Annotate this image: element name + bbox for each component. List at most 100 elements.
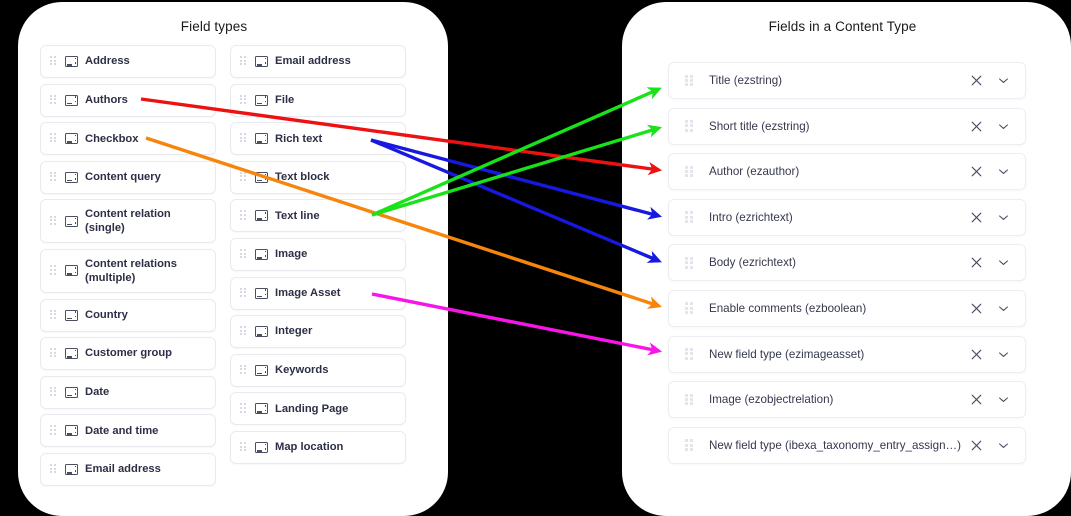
field-type-chip[interactable]: Country <box>40 298 216 332</box>
content-type-field-row[interactable]: Short title (ezstring) <box>668 107 1026 145</box>
drag-handle-icon[interactable] <box>685 74 694 87</box>
drag-handle-icon[interactable] <box>685 348 694 360</box>
field-type-chip[interactable]: Email address <box>40 452 216 486</box>
field-type-chip[interactable]: Date <box>40 375 216 409</box>
drag-dot <box>690 170 694 174</box>
drag-handle-icon[interactable] <box>685 439 694 452</box>
chevron-down-icon[interactable] <box>995 437 1011 453</box>
drag-handle-icon[interactable] <box>240 403 247 414</box>
chevron-down-icon[interactable] <box>995 392 1011 408</box>
drag-dot <box>244 210 247 213</box>
chevron-down-icon[interactable] <box>995 164 1011 180</box>
field-type-chip[interactable]: Integer <box>230 315 406 349</box>
drag-handle-icon[interactable] <box>50 94 57 106</box>
drag-dot <box>54 175 57 178</box>
field-type-chip[interactable]: Content relations (multiple) <box>40 248 216 293</box>
drag-dot <box>240 256 242 259</box>
content-type-field-row[interactable]: Image (ezobjectrelation) <box>668 381 1026 419</box>
field-type-chip[interactable]: Address <box>40 45 216 78</box>
drag-handle-icon[interactable] <box>240 287 247 299</box>
field-type-label: File <box>275 93 295 106</box>
drag-handle-icon[interactable] <box>50 463 57 475</box>
drag-dot <box>244 217 247 220</box>
field-type-chip[interactable]: Customer group <box>40 337 216 371</box>
field-type-chip[interactable]: Image Asset <box>230 276 406 310</box>
drag-handle-icon[interactable] <box>685 165 694 178</box>
field-type-chip[interactable]: Map location <box>230 430 406 464</box>
drag-handle-icon[interactable] <box>685 393 694 406</box>
drag-dot <box>690 220 694 224</box>
drag-handle-icon[interactable] <box>240 56 247 67</box>
chevron-down-icon[interactable] <box>995 300 1011 316</box>
drag-handle-icon[interactable] <box>240 364 247 376</box>
close-icon[interactable] <box>968 73 984 89</box>
drag-handle-icon[interactable] <box>240 441 247 453</box>
drag-handle-icon[interactable] <box>50 133 57 144</box>
close-icon[interactable] <box>968 209 984 225</box>
drag-handle-icon[interactable] <box>50 309 57 321</box>
close-icon[interactable] <box>968 300 984 316</box>
field-type-chip[interactable]: Text line <box>230 199 406 233</box>
drag-dot <box>240 210 242 213</box>
close-icon[interactable] <box>968 118 984 134</box>
drag-handle-icon[interactable] <box>240 133 247 144</box>
field-type-chip[interactable]: Keywords <box>230 353 406 387</box>
field-type-chip[interactable]: Authors <box>40 83 216 117</box>
close-icon[interactable] <box>968 346 984 362</box>
field-type-icon <box>255 326 268 338</box>
field-type-label: Country <box>85 308 128 321</box>
chevron-down-icon[interactable] <box>995 118 1011 134</box>
chevron-down-icon[interactable] <box>995 255 1011 271</box>
drag-dot <box>240 140 242 143</box>
drag-handle-icon[interactable] <box>50 386 57 398</box>
chevron-down-icon[interactable] <box>995 73 1011 89</box>
drag-dot <box>240 98 242 101</box>
drag-handle-icon[interactable] <box>240 94 247 106</box>
content-type-field-row[interactable]: Enable comments (ezboolean) <box>668 289 1026 327</box>
drag-handle-icon[interactable] <box>50 171 57 183</box>
field-type-chip[interactable]: File <box>230 83 406 117</box>
chevron-down-icon[interactable] <box>995 209 1011 225</box>
drag-dot <box>690 356 694 360</box>
close-icon[interactable] <box>968 255 984 271</box>
drag-handle-icon[interactable] <box>240 326 247 337</box>
field-type-chip[interactable]: Image <box>230 237 406 271</box>
content-type-field-row[interactable]: Intro (ezrichtext) <box>668 198 1026 236</box>
field-type-chip[interactable]: Date and time <box>40 414 216 448</box>
drag-handle-icon[interactable] <box>50 425 57 436</box>
drag-dot <box>685 448 688 452</box>
drag-handle-icon[interactable] <box>50 56 57 67</box>
drag-handle-icon[interactable] <box>685 120 694 132</box>
drag-dot <box>240 133 242 136</box>
field-type-chip[interactable]: Email address <box>230 45 406 78</box>
drag-handle-icon[interactable] <box>240 171 247 183</box>
drag-handle-icon[interactable] <box>50 348 57 359</box>
drag-dot <box>50 63 52 66</box>
field-type-chip[interactable]: Rich text <box>230 122 406 156</box>
content-type-field-row[interactable]: New field type (ibexa_taxonomy_entry_ass… <box>668 426 1026 464</box>
drag-handle-icon[interactable] <box>50 215 57 227</box>
drag-handle-icon[interactable] <box>240 248 247 260</box>
drag-handle-icon[interactable] <box>50 265 57 276</box>
close-icon[interactable] <box>968 392 984 408</box>
content-type-field-row[interactable]: Title (ezstring) <box>668 62 1026 99</box>
chevron-down-icon[interactable] <box>995 346 1011 362</box>
field-type-chip[interactable]: Text block <box>230 160 406 194</box>
drag-dot <box>244 213 247 216</box>
drag-handle-icon[interactable] <box>685 256 694 269</box>
drag-dot <box>685 78 688 82</box>
field-type-chip[interactable]: Content relation (single) <box>40 199 216 244</box>
drag-handle-icon[interactable] <box>685 211 694 224</box>
close-icon[interactable] <box>968 437 984 453</box>
close-icon[interactable] <box>968 164 984 180</box>
content-type-field-row[interactable]: Body (ezrichtext) <box>668 244 1026 282</box>
drag-dot <box>54 272 57 275</box>
field-type-chip[interactable]: Landing Page <box>230 392 406 426</box>
drag-handle-icon[interactable] <box>685 302 694 315</box>
field-type-chip[interactable]: Checkbox <box>40 122 216 156</box>
drag-handle-icon[interactable] <box>240 210 247 221</box>
field-type-chip[interactable]: Content query <box>40 160 216 194</box>
drag-dot <box>54 56 57 58</box>
content-type-field-row[interactable]: New field type (ezimageasset) <box>668 335 1026 373</box>
content-type-field-row[interactable]: Author (ezauthor) <box>668 153 1026 191</box>
